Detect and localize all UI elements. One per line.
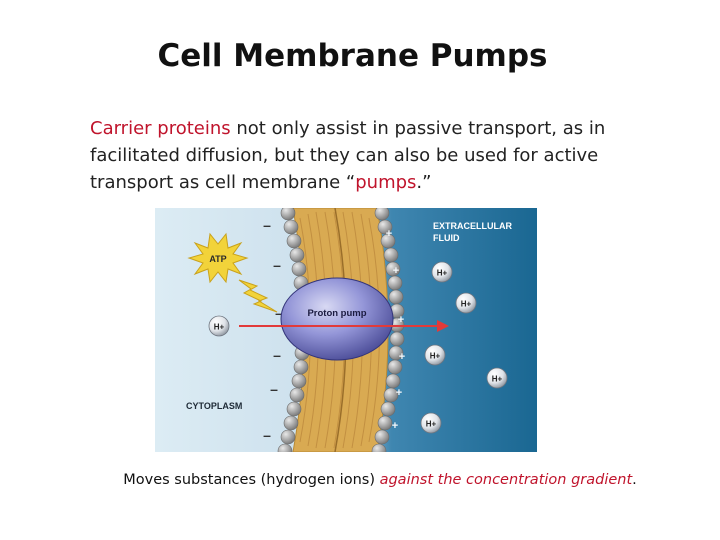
cytoplasm-label: CYTOPLASM <box>186 401 242 411</box>
caption-text-1: Moves substances (hydrogen ions) <box>123 472 380 488</box>
paragraph-text-1: not only assist in passive transport, as… <box>90 118 606 193</box>
minus-sign: – <box>263 427 271 443</box>
ion-label: H+ <box>426 420 437 429</box>
hydrogen-ion-outside-2: H+ <box>455 292 477 314</box>
hydrogen-ion-outside-3: H+ <box>424 344 446 366</box>
minus-sign: – <box>273 347 281 363</box>
minus-sign: – <box>270 381 278 397</box>
description-paragraph: Carrier proteins not only assist in pass… <box>90 115 650 196</box>
extracellular-label-line1: EXTRACELLULAR <box>433 221 512 231</box>
hydrogen-ion-outside-1: H+ <box>431 261 453 283</box>
minus-sign: – <box>275 305 283 321</box>
proton-pump-label: Proton pump <box>307 308 366 319</box>
extracellular-label-line2: FLUID <box>433 233 460 243</box>
paragraph-text-2: .” <box>416 172 432 193</box>
minus-sign: – <box>263 217 271 233</box>
plus-signs: + + + + + + <box>386 228 405 432</box>
proton-pump-diagram: – – – – – – + + + + + + Proton pump ATP … <box>155 208 537 452</box>
minus-sign: – <box>273 257 281 273</box>
proton-pump-protein <box>280 277 394 361</box>
caption-text-2: . <box>632 472 637 488</box>
plus-sign: + <box>386 228 392 240</box>
term-carrier-proteins: Carrier proteins <box>90 118 231 139</box>
minus-signs: – – – – – – <box>263 217 283 443</box>
plus-sign: + <box>392 420 398 432</box>
caption-emphasis: against the concentration gradient <box>379 472 633 488</box>
term-pumps: pumps <box>355 172 417 193</box>
plus-sign: + <box>393 265 399 277</box>
page-title: Cell Membrane Pumps <box>157 38 548 74</box>
ion-label: H+ <box>214 323 225 332</box>
plus-sign: + <box>398 314 404 326</box>
ion-label: H+ <box>437 269 448 278</box>
ion-label: H+ <box>461 300 472 309</box>
lipid-heads-outer <box>371 208 405 452</box>
plus-sign: + <box>399 351 405 363</box>
ion-label: H+ <box>492 375 503 384</box>
atp-label: ATP <box>209 254 226 264</box>
hydrogen-ion-inside: H+ <box>208 315 230 337</box>
atp-starburst <box>187 232 249 284</box>
plus-sign: + <box>396 387 402 399</box>
energy-bolt-icon <box>238 279 278 313</box>
diagram-caption: Moves substances (hydrogen ions) against… <box>0 472 720 488</box>
transport-arrow <box>239 320 449 332</box>
hydrogen-ion-outside-4: H+ <box>486 367 508 389</box>
hydrogen-ion-outside-5: H+ <box>420 412 442 434</box>
ion-label: H+ <box>430 352 441 361</box>
